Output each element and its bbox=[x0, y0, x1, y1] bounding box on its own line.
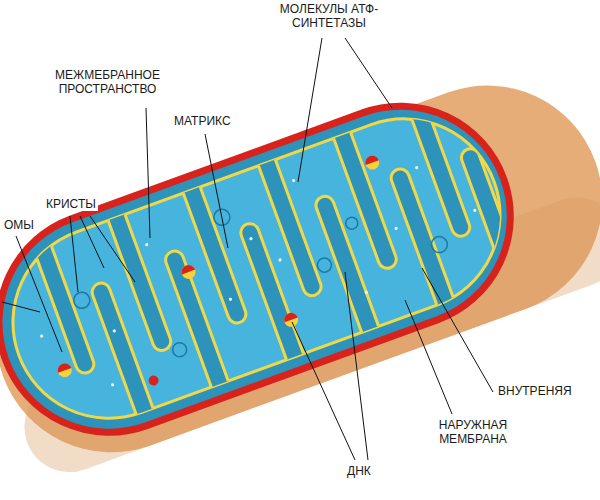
part-label: МЕЖМЕБРАННОЕ ПРОСТРАНСТВО bbox=[38, 68, 177, 96]
part-label: НАРУЖНАЯ МЕМБРАНА bbox=[426, 418, 520, 446]
part-label: ОМЫ bbox=[2, 218, 36, 232]
part-label: МОЛЕКУЛЫ АТФ-СИНТЕТАЗЫ bbox=[262, 2, 396, 30]
part-label: ДНК bbox=[345, 464, 373, 478]
part-label: МАТРИКС bbox=[172, 114, 233, 128]
part-label: ВНУТРЕНЯЯ bbox=[496, 384, 574, 398]
part-label: КРИСТЫ bbox=[44, 197, 98, 211]
